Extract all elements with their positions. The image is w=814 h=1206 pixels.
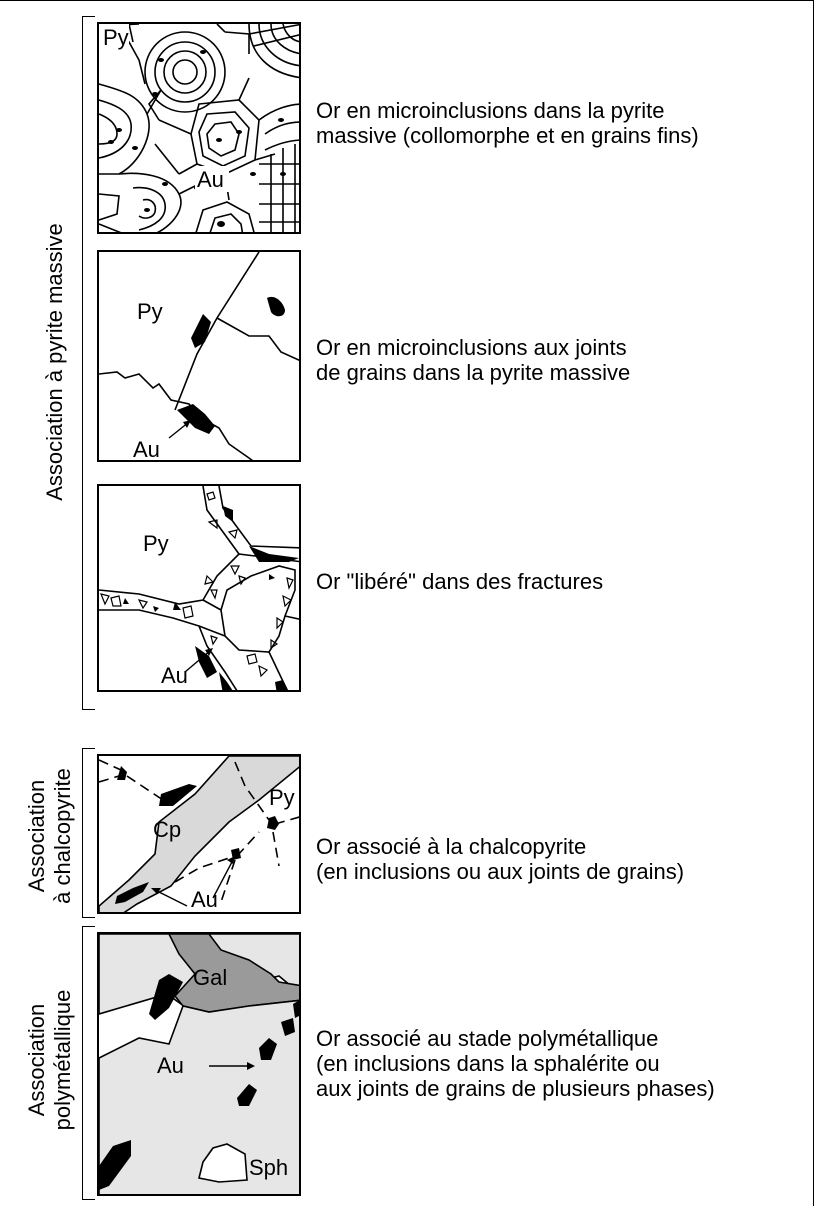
collomorph-texture (99, 24, 301, 234)
panel-chalcopyrite: Cp Py Au (97, 754, 301, 914)
grain-boundary-texture (99, 252, 301, 462)
mineral-label-py: Py (143, 532, 169, 556)
mineral-label-py: Py (269, 786, 295, 810)
description-line: aux joints de grains de plusieurs phases… (316, 1076, 715, 1101)
mineral-label-au: Au (157, 1054, 184, 1078)
description-line: Or associé au stade polymétallique (316, 1026, 715, 1051)
description-panel-5: Or associé au stade polymétallique (en i… (316, 1026, 715, 1101)
panel-collomorph-pyrite: Py Au (97, 22, 301, 234)
mineral-label-cp: Cp (153, 818, 181, 842)
description-panel-2: Or en microinclusions aux joints de grai… (316, 335, 630, 385)
group-label-line: à chalcopyrite (50, 768, 76, 904)
description-panel-1: Or en microinclusions dans la pyrite mas… (316, 98, 699, 148)
mineral-label-gal: Gal (193, 966, 227, 990)
mineral-label-sph: Sph (249, 1156, 288, 1180)
description-panel-4: Or associé à la chalcopyrite (en inclusi… (316, 834, 684, 884)
description-line: Or en microinclusions dans la pyrite (316, 98, 699, 123)
group-label-line: Association à pyrite massive (42, 223, 68, 501)
fracture-texture (99, 486, 301, 692)
group-label-line: Association (24, 1004, 50, 1117)
panel-grain-boundaries: Py Au (97, 250, 301, 462)
group-label-chalcopyrite: Association à chalcopyrite (22, 736, 78, 936)
mineral-label-au: Au (197, 168, 224, 192)
description-line: (en inclusions dans la sphalérite ou (316, 1051, 715, 1076)
panel-polymetallique: Gal Au Sph (97, 932, 301, 1196)
group-label-pyrite-massive: Association à pyrite massive (40, 62, 70, 662)
mineral-label-au: Au (133, 438, 160, 462)
group-label-line: polymétallique (50, 990, 76, 1131)
description-line: Or en microinclusions aux joints (316, 335, 630, 360)
mineral-label-py: Py (137, 300, 163, 324)
group-label-line: Association (24, 780, 50, 893)
bracket-chalcopyrite (82, 748, 95, 918)
description-line: Or "libéré" dans des fractures (316, 569, 603, 594)
description-panel-3: Or "libéré" dans des fractures (316, 569, 603, 594)
mineral-label-au: Au (191, 888, 218, 912)
description-line: de grains dans la pyrite massive (316, 360, 630, 385)
bracket-polymetallique (82, 926, 95, 1200)
group-label-polymetallique: Association polymétallique (22, 960, 78, 1160)
description-line: massive (collomorphe et en grains fins) (316, 123, 699, 148)
mineral-label-py: Py (103, 26, 129, 50)
bracket-pyrite-massive (82, 16, 95, 710)
description-line: (en inclusions ou aux joints de grains) (316, 859, 684, 884)
description-line: Or associé à la chalcopyrite (316, 834, 684, 859)
panel-fractures: Py Au (97, 484, 301, 692)
mineral-label-au: Au (161, 664, 188, 688)
